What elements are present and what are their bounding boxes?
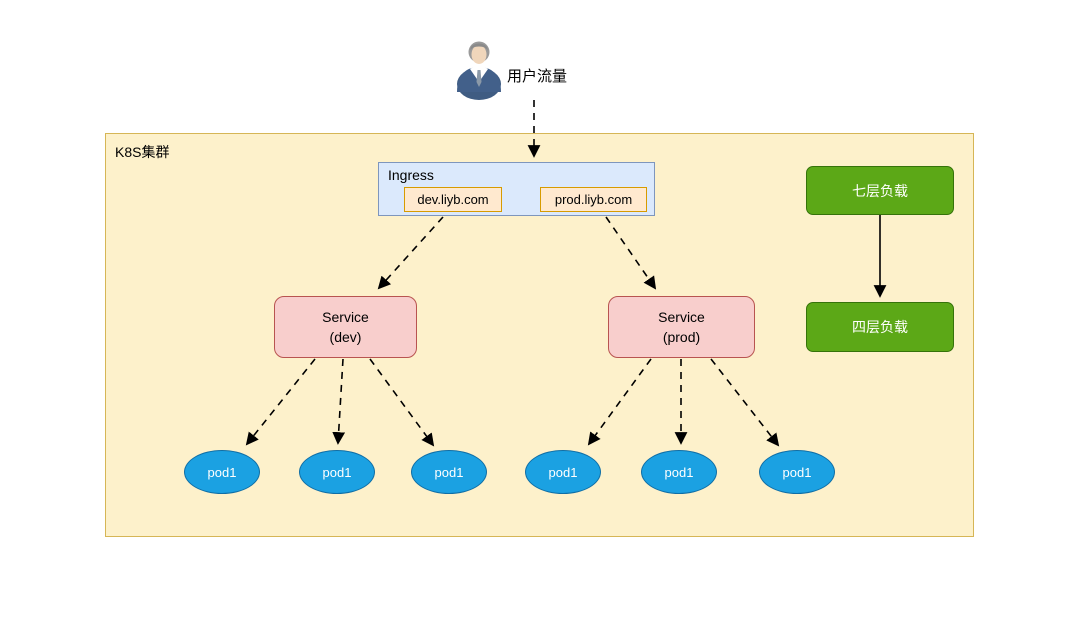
service-prod-node: Service (prod)	[608, 296, 755, 358]
service-prod-env: (prod)	[662, 329, 701, 345]
pod-node: pod1	[184, 450, 260, 494]
pod-node: pod1	[759, 450, 835, 494]
service-dev-name: Service	[322, 309, 369, 325]
ingress-domain-dev: dev.liyb.com	[404, 187, 502, 212]
service-prod-name: Service	[658, 309, 705, 325]
user-icon	[457, 41, 501, 100]
ingress-title: Ingress	[388, 167, 434, 183]
service-dev-node: Service (dev)	[274, 296, 417, 358]
pod-node: pod1	[299, 450, 375, 494]
layer4-load-balancer: 四层负载	[806, 302, 954, 352]
pod-node: pod1	[641, 450, 717, 494]
ingress-domain-prod: prod.liyb.com	[540, 187, 647, 212]
cluster-label: K8S集群	[115, 144, 170, 160]
ingress-box: Ingress dev.liyb.com prod.liyb.com	[378, 162, 655, 216]
layer7-load-balancer: 七层负载	[806, 166, 954, 215]
pod-node: pod1	[525, 450, 601, 494]
service-dev-env: (dev)	[329, 329, 362, 345]
user-traffic-label: 用户流量	[507, 68, 568, 85]
pod-node: pod1	[411, 450, 487, 494]
